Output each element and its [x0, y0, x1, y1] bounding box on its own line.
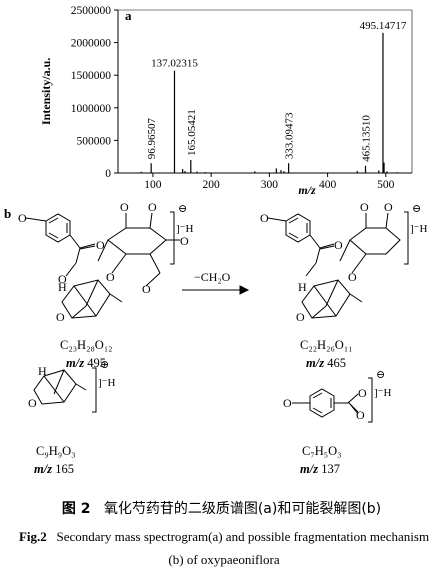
charge-symbol: ⊖ [412, 203, 422, 215]
ion-h-label: ]⁻H [374, 387, 392, 399]
charge-symbol: ⊖ [376, 369, 386, 381]
caption-english: Fig.2 Secondary mass spectrogram(a) and … [14, 525, 434, 571]
atom-o: O [18, 211, 27, 225]
peak-label: 333.09473 [284, 112, 296, 159]
panel-b-label: b [4, 206, 12, 221]
mz-465: m/z 465 [306, 356, 346, 371]
formula-165: C₉H₉O₃ [36, 444, 76, 458]
atom-h: H [38, 364, 47, 378]
atom-o: O [296, 310, 305, 324]
y-tick-label: 0 [105, 168, 111, 180]
charge-symbol: ⊖ [100, 359, 110, 371]
formula-parent: C₂₃H₂₈O₁₂ [60, 338, 113, 352]
atom-o: O [384, 200, 393, 214]
mz-prefix: m/z [34, 462, 53, 476]
ion-h-label: ]⁻H [176, 223, 194, 235]
mz-parent: m/z 495 [66, 356, 106, 371]
peak-label: 96.96507 [146, 117, 158, 159]
mz-137: m/z 137 [300, 462, 340, 477]
mass-spectrum-chart: 0 500000 1000000 1500000 2000000 2500000 100 2… [39, 5, 413, 197]
atom-o: O [148, 200, 157, 214]
atom-o: O [180, 234, 189, 248]
x-tick-label: 500 [377, 179, 395, 191]
y-tick-label: 1000000 [71, 103, 112, 115]
caption-cn-text: 氧化芍药苷的二级质谱图(a)和可能裂解图(b) [103, 501, 382, 517]
y-tick-label: 2500000 [71, 5, 112, 17]
atom-o: O [106, 270, 115, 284]
ion-h-label: ]⁻H [410, 223, 428, 235]
mz-value: 165 [55, 462, 74, 476]
atom-o: O [56, 310, 65, 324]
y-axis-title: Intensity/a.u. [39, 58, 53, 125]
structures-drawing [25, 211, 409, 423]
atom-o: O [360, 200, 369, 214]
atom-o: O [283, 396, 292, 410]
atom-o: O [260, 211, 269, 225]
caption-cn-tag: 图 2 [61, 501, 91, 517]
arrow-label: −CH₂O [194, 270, 231, 284]
atom-h: H [298, 280, 307, 294]
atom-h: H [58, 280, 67, 294]
ion-h-label: ]⁻H [98, 377, 116, 389]
y-tick-label: 2000000 [71, 38, 112, 50]
panel-a-label: a [125, 8, 132, 23]
x-axis-title: m/z [298, 183, 316, 197]
caption-chinese: 图 2 氧化芍药苷的二级质谱图(a)和可能裂解图(b) [0, 498, 443, 518]
x-tick-label: 200 [203, 179, 221, 191]
formula-465: C₂₂H₂₆O₁₁ [300, 338, 353, 352]
atom-o: O [348, 270, 357, 284]
peak-label: 165.05421 [186, 109, 198, 156]
mz-prefix: m/z [306, 356, 325, 370]
atom-o: O [120, 200, 129, 214]
peak-label: 465.13510 [361, 115, 373, 162]
caption-en-text: Secondary mass spectrogram(a) and possib… [56, 529, 430, 567]
fragmentation-scheme: b [0, 198, 443, 488]
x-tick-label: 400 [319, 179, 337, 191]
mz-prefix: m/z [66, 356, 85, 370]
y-tick-label: 1500000 [71, 70, 112, 82]
peak-label: 495.14717 [360, 20, 407, 32]
atom-o: O [334, 238, 343, 252]
atom-o: O [58, 272, 67, 286]
atom-o: O [356, 408, 365, 422]
x-tick-label: 300 [261, 179, 279, 191]
caption-en-tag: Fig.2 [18, 529, 47, 544]
charge-symbol: ⊖ [178, 203, 188, 215]
peak-label: 137.02315 [151, 58, 198, 70]
formula-137: C₇H₅O₃ [302, 444, 342, 458]
mz-value: 495 [87, 356, 106, 370]
atom-o: O [142, 282, 151, 296]
mz-value: 137 [321, 462, 340, 476]
mz-value: 465 [327, 356, 346, 370]
atom-o: O [28, 396, 37, 410]
y-tick-label: 500000 [77, 135, 112, 147]
mz-prefix: m/z [300, 462, 319, 476]
x-tick-label: 100 [144, 179, 162, 191]
atom-o: O [96, 238, 105, 252]
atom-o: O [358, 386, 367, 400]
mz-165: m/z 165 [34, 462, 74, 477]
